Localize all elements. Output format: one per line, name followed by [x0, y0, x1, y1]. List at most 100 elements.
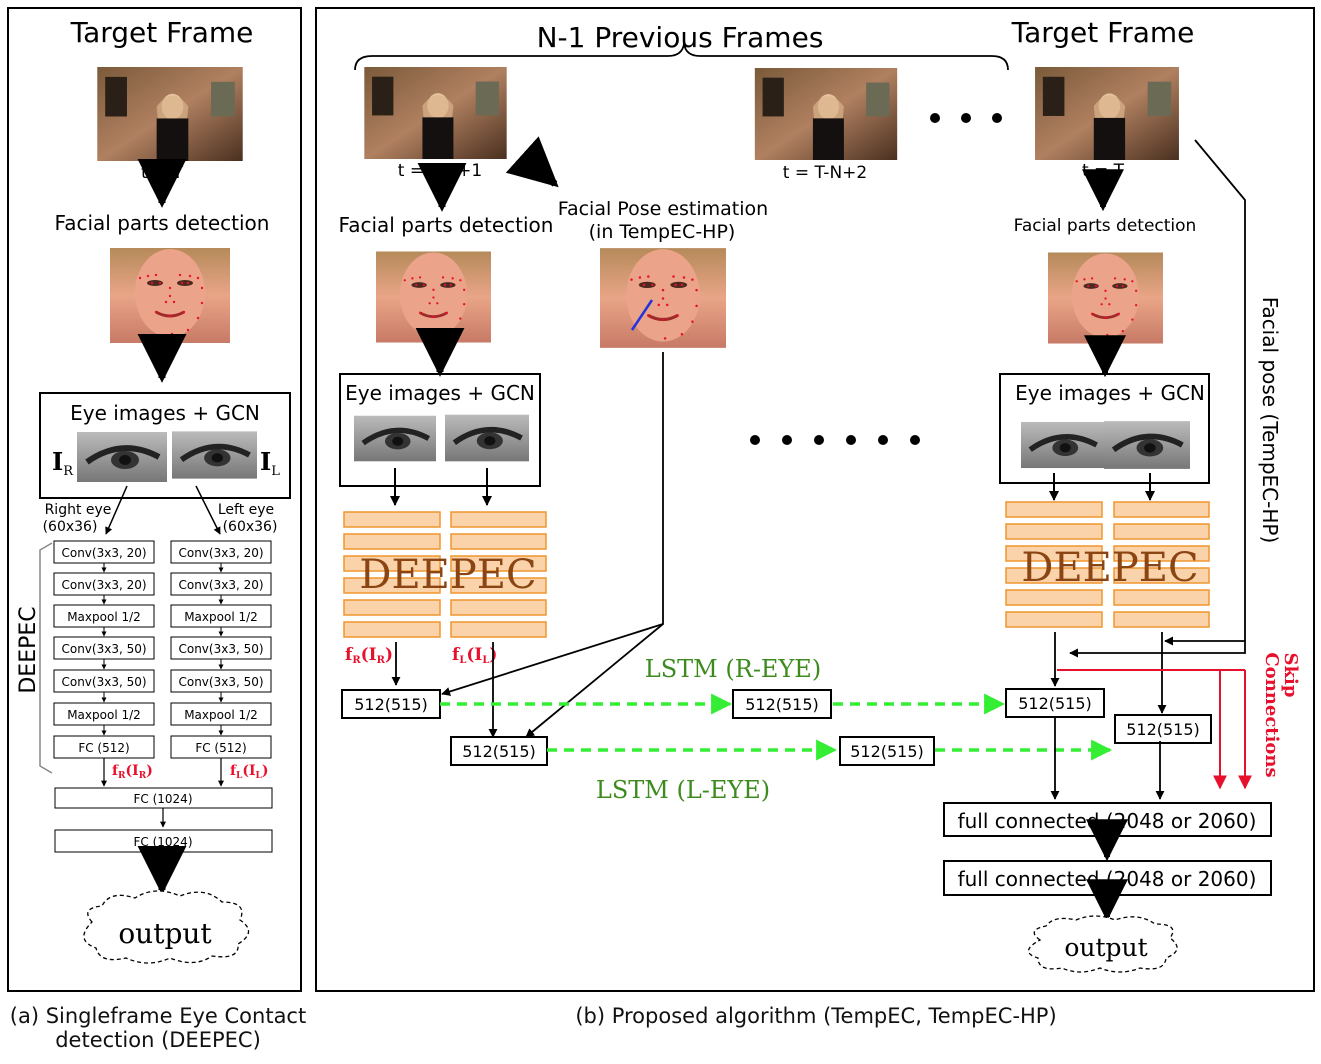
deepec-layer-bar	[343, 577, 441, 594]
lstm-node-label: 512(515)	[354, 695, 428, 714]
deepec-layer-bar	[1005, 589, 1103, 606]
arrow-pose-l-node	[525, 623, 664, 738]
facial-pose-label: Facial pose (TempEC-HP)	[1258, 297, 1282, 543]
f1-label: fR(IR)	[345, 645, 393, 666]
left-left-eye-size: (60x36)	[223, 519, 278, 535]
middle-dot-3	[814, 435, 824, 445]
left-eye-layer-label: Conv(3x3, 20)	[178, 546, 263, 560]
eye-box-2	[999, 373, 1210, 484]
left-fc2-label: FC (1024)	[134, 835, 193, 849]
middle-dot-4	[846, 435, 856, 445]
deepec-layer-bar	[343, 511, 441, 528]
left-deepec-bracket	[39, 542, 53, 774]
deepec-layer-bar	[450, 555, 547, 572]
frame-2-image	[754, 68, 898, 160]
left-eye-box	[39, 392, 291, 499]
ellipsis-dot-3	[992, 113, 1002, 123]
facial-pose-line-2	[1069, 641, 1246, 658]
ellipsis-dot-1	[930, 113, 940, 123]
face-3-image	[1048, 250, 1163, 346]
deepec-layer-bar	[1005, 523, 1103, 540]
caption-a-line2: detection (DEEPEC)	[55, 1028, 261, 1052]
frame-1-image	[364, 67, 507, 159]
left-title: Target Frame	[70, 16, 254, 49]
deepec-layer-bar	[450, 577, 547, 594]
lstm-node-label: 512(515)	[462, 742, 536, 761]
left-eye-layer-label: Maxpool 1/2	[184, 610, 258, 624]
detect-3-label: Facial parts detection	[1014, 216, 1197, 236]
right-eye-layer-label: Conv(3x3, 20)	[61, 546, 146, 560]
left-fl-label: fL(IL)	[230, 763, 269, 781]
facial-pose-line	[1164, 139, 1246, 646]
left-output-label: output	[118, 917, 212, 950]
face-1-image	[376, 249, 491, 345]
lstm-node-box	[450, 736, 548, 766]
lstm-nodes: 512(515) 512(515) 512(515) 512(515) 512(515)…	[341, 688, 1212, 766]
deepec-layer-bar	[343, 599, 441, 616]
left-face-image	[110, 248, 230, 343]
left-eye-layer-label: Conv(3x3, 50)	[178, 642, 263, 656]
deepec-layer-bar	[1005, 501, 1103, 518]
pose-face-image	[600, 248, 726, 348]
detect-1-label: Facial parts detection	[339, 213, 554, 237]
ellipsis-dot-2	[961, 113, 971, 123]
right-fc2-label: full connected (2048 or 2060)	[958, 867, 1257, 891]
left-detect-label: Facial parts detection	[55, 211, 270, 235]
left-deepec-label: DEEPEC	[16, 606, 41, 693]
lstm-node-label: 512(515)	[1126, 720, 1200, 739]
lstm-node-label: 512(515)	[745, 695, 819, 714]
arrow-frame1-pose	[505, 136, 559, 188]
right-eye-layer-label: Conv(3x3, 50)	[61, 675, 146, 689]
middle-dot-2	[782, 435, 792, 445]
frame-2-t-label: t = T-N+2	[783, 163, 867, 183]
deepec-layer-bar	[450, 511, 547, 528]
pose-label-2: (in TempEC-HP)	[589, 221, 736, 243]
lstm-r-label: LSTM (R-EYE)	[645, 655, 821, 683]
lstm-node-label: 512(515)	[1018, 694, 1092, 713]
left-fr-label: fR(IR)	[112, 763, 153, 781]
eye-box-1-left-eye	[445, 415, 529, 462]
lstm-node-label: 512(515)	[850, 742, 924, 761]
panel-b-border	[315, 7, 1315, 992]
middle-dot-1	[750, 435, 760, 445]
deepec-layer-bar	[1005, 611, 1103, 628]
left-right-eye-label: Right eye	[45, 502, 112, 518]
prev-frames-brace	[354, 43, 1009, 71]
lstm-node-box	[732, 689, 832, 719]
right-eye-layer-label: Conv(3x3, 50)	[61, 642, 146, 656]
caption-a: (a) Singleframe Eye Contact detection (D…	[3, 1004, 313, 1052]
deepec-stack-2	[1005, 501, 1210, 628]
left-arrow-left-eye	[195, 485, 221, 535]
lstm-node-box	[1005, 688, 1105, 718]
deepec-stack-1	[343, 511, 547, 638]
middle-dot-5	[878, 435, 888, 445]
left-layers-left-column: Conv(3x3, 20) Conv(3x3, 20) Maxpool 1/2Con…	[170, 540, 272, 759]
eye-box-2-left-eye	[1104, 421, 1190, 469]
frame-1-t-label: t = T-N+1	[398, 161, 482, 181]
right-output-cloud	[1027, 915, 1178, 973]
deepec-layer-bar	[1113, 611, 1210, 628]
deepec-layer-bar	[1005, 545, 1103, 562]
deepec-layer-bar	[450, 533, 547, 550]
left-right-eye-image	[77, 432, 167, 482]
left-ir-label: IR	[52, 447, 74, 479]
right-output-label: output	[1064, 933, 1147, 962]
right-eye-layer-label: Maxpool 1/2	[67, 708, 141, 722]
left-eye-layer-label: Conv(3x3, 20)	[178, 578, 263, 592]
left-target-frame-image	[97, 67, 243, 161]
eye-box-2-right-eye	[1021, 422, 1104, 468]
deepec-layer-bar	[1113, 523, 1210, 540]
deepec-layer-bar	[1113, 567, 1210, 584]
deepec-layer-bar	[343, 533, 441, 550]
panel-a-border	[7, 7, 302, 992]
right-fc1-label: full connected (2048 or 2060)	[958, 809, 1257, 833]
left-fc1-label: FC (1024)	[134, 792, 193, 806]
lstm-node-box	[341, 689, 441, 719]
right-eye-layer-label: Conv(3x3, 20)	[61, 578, 146, 592]
left-arrow-right-eye	[105, 485, 128, 535]
right-eye-layer-label: Maxpool 1/2	[67, 610, 141, 624]
eye-box-1-right-eye	[354, 416, 436, 462]
left-t-label: t = T	[141, 163, 184, 183]
eye-box-2-title: Eye images + GCN	[1015, 381, 1205, 405]
